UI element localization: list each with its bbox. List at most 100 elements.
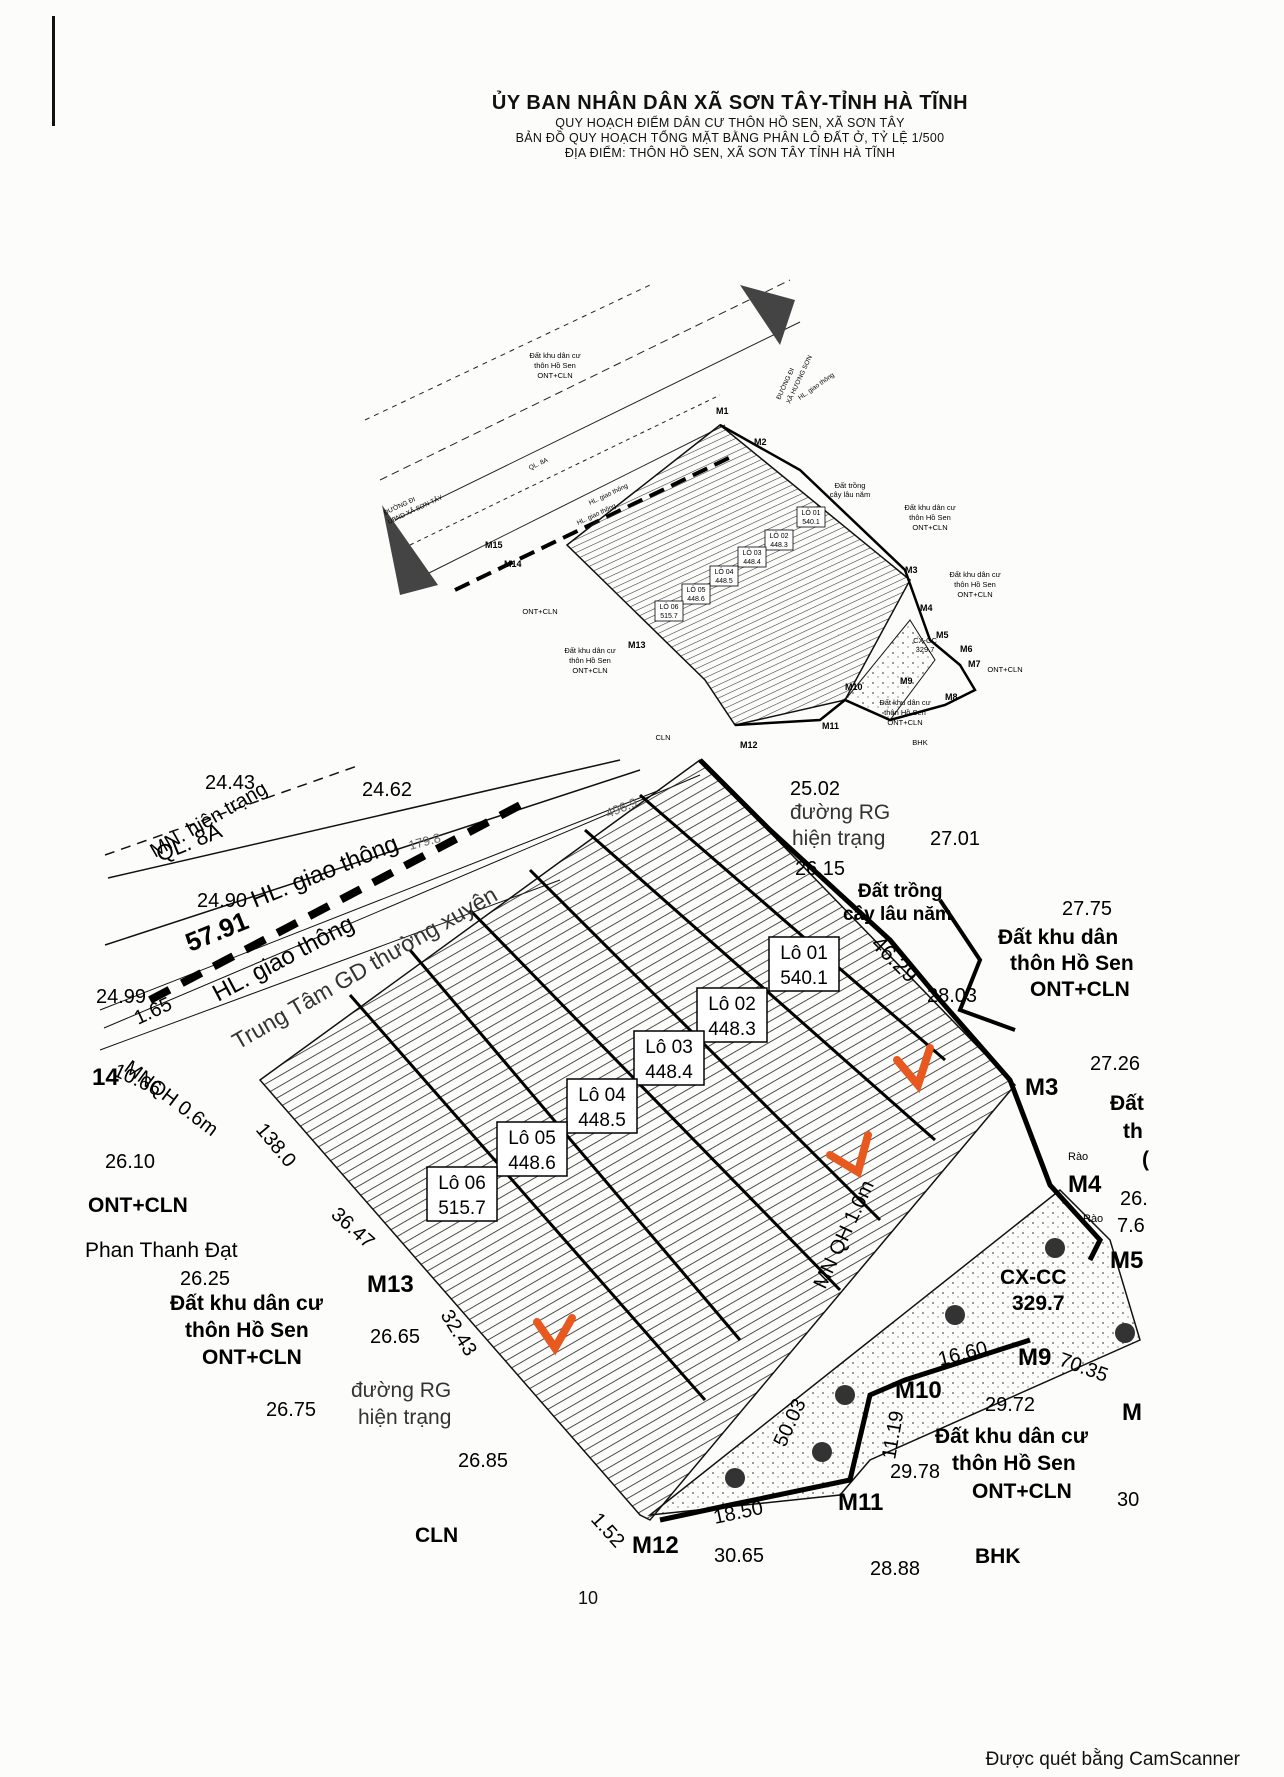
detail-area-right-cut-3: ( (1142, 1148, 1149, 1171)
detail-lot-area: 448.4 (645, 1062, 693, 1083)
detail-marker-m4: M4 (1068, 1171, 1102, 1198)
overview-area-right1-3: ONT+CLN (912, 523, 947, 532)
overview-lot-area: 448.6 (687, 596, 705, 603)
detail-area-bottom-1: Đất khu dân cư (935, 1425, 1089, 1448)
detail-area-left-2: thôn Hồ Sen (185, 1319, 309, 1342)
overview-area-left-1: Đất khu dân cư (564, 646, 615, 655)
elevation: 24.99 (96, 986, 146, 1008)
elevation: 27.26 (1090, 1053, 1140, 1075)
detail-lot-area: 515.7 (438, 1198, 486, 1219)
overview-lot-name: LÔ 06 (659, 602, 678, 611)
detail-ont-cln-left: ONT+CLN (88, 1194, 188, 1217)
tree-icon (812, 1442, 832, 1462)
elevation: 28.88 (870, 1558, 920, 1580)
overview-marker: M2 (754, 437, 767, 447)
detail-right-boundary (938, 898, 1016, 1032)
elevation: 27.75 (1062, 898, 1112, 920)
overview-lot-name: LÔ 02 (769, 531, 788, 540)
elevation: 26.85 (458, 1450, 508, 1472)
overview-area-right2-1: Đất khu dân cư (949, 570, 1000, 579)
overview-marker: M12 (740, 740, 758, 750)
overview-cx-area: 329.7 (916, 645, 935, 654)
overview-ql: QL. 8A (528, 457, 550, 472)
detail-marker-m3: M3 (1025, 1074, 1058, 1101)
elevation: 30 (1117, 1489, 1139, 1511)
detail-lot-area: 448.3 (708, 1019, 756, 1040)
overview-area-bottom-1: Đất khu dân cư (879, 698, 930, 707)
overview-marker: M5 (936, 630, 949, 640)
elevation: 26.65 (370, 1326, 420, 1348)
elevation: 26.15 (795, 858, 845, 880)
header-line-3: BẢN ĐỒ QUY HOẠCH TỔNG MẶT BẰNG PHÂN LÔ Đ… (515, 131, 945, 145)
overview-area-right1-1: Đất khu dân cư (904, 503, 955, 512)
overview-lot-area: 448.5 (715, 578, 733, 585)
detail-marker-m11: M11 (838, 1489, 883, 1516)
elevation: 24.43 (205, 772, 255, 794)
overview-marker: M13 (628, 640, 646, 650)
detail-cx-area: 329.7 (1012, 1292, 1065, 1315)
tree-icon (725, 1468, 745, 1488)
overview-dat-trong-2: cây lâu năm (830, 490, 870, 499)
detail-rao-2: Rào (1083, 1213, 1103, 1225)
overview-marker: M9 (900, 676, 913, 686)
detail-dim-138: 138.0 (251, 1119, 300, 1171)
road-end-arrow-right (740, 285, 795, 345)
detail-marker-m9: M9 (1018, 1344, 1051, 1371)
detail-duong-rg-bottom-2: hiện trạng (358, 1406, 451, 1429)
overview-cln: CLN (655, 733, 670, 742)
overview-marker: M3 (905, 565, 918, 575)
overview-ont-cln-right: ONT+CLN (987, 665, 1022, 674)
detail-dim-1-52: 1.52 (586, 1509, 628, 1553)
detail-dim-36-47: 36.47 (327, 1203, 379, 1253)
detail-area-right-2: thôn Hồ Sen (1010, 952, 1134, 975)
overview-area-right1-2: thôn Hồ Sen (909, 513, 951, 522)
detail-area-bottom-3: ONT+CLN (972, 1480, 1072, 1503)
page-number: 10 (578, 1588, 599, 1608)
detail-cx-cc-area (647, 1188, 1141, 1517)
page-edge-mark (52, 16, 55, 126)
overview-lot-area: 540.1 (802, 519, 820, 526)
detail-lot-name: Lô 06 (438, 1173, 486, 1194)
overview-area-right2-3: ONT+CLN (957, 590, 992, 599)
detail-lot-labels: Lô 01 540.1 Lô 02 448.3 Lô 03 448.4 Lô 0… (426, 936, 840, 1222)
overview-marker: M7 (968, 659, 981, 669)
tree-icon (835, 1385, 855, 1405)
elevation: 28.03 (927, 985, 977, 1007)
detail-marker-m5: M5 (1110, 1247, 1143, 1274)
detail-cln: CLN (415, 1524, 458, 1547)
overview-bhk: BHK (912, 738, 927, 747)
detail-lot-area: 448.6 (508, 1153, 556, 1174)
check-mark (893, 1044, 934, 1094)
detail-dat-trong-1: Đất trồng (858, 881, 942, 902)
elevation: 27.01 (930, 828, 980, 850)
overview-area-bottom-2: thôn Hồ Sen (884, 708, 926, 717)
detail-marker-m12: M12 (632, 1532, 679, 1559)
tree-icon (1045, 1238, 1065, 1258)
detail-map: Lô 01 540.1 Lô 02 448.3 Lô 03 448.4 Lô 0… (85, 758, 1149, 1580)
detail-duong-rg-bottom-1: đường RG (351, 1379, 451, 1402)
detail-lot-area: 540.1 (780, 968, 828, 989)
overview-markers: M1 M2 M3 M4 M5 M6 M7 M8 M9 M10 M11 M12 M… (485, 406, 981, 750)
detail-area-right-1: Đất khu dân (998, 926, 1118, 949)
detail-boundary (698, 758, 1104, 1262)
overview-lot-name: LÔ 04 (714, 567, 733, 576)
detail-road-lines (99, 759, 701, 1051)
document-header: ỦY BAN NHÂN DÂN XÃ SƠN TÂY-TỈNH HÀ TĨNH … (400, 92, 1060, 160)
overview-dat-trong-1: Đất trồng (835, 481, 866, 490)
overview-cx-label: CX-CC (913, 636, 937, 645)
detail-area-right-cut-1: Đất (1110, 1092, 1144, 1115)
elevation: 30.65 (714, 1545, 764, 1567)
scanner-watermark: Được quét bằng CamScanner (985, 1749, 1240, 1770)
detail-duong-rg-top-1: đường RG (790, 801, 890, 824)
detail-bhk: BHK (975, 1545, 1021, 1568)
detail-hl-giao-thong-1: HL. giao thông (247, 830, 402, 914)
road-end-arrow-left (382, 505, 438, 595)
overview-marker: M4 (920, 603, 933, 613)
overview-lot-area: 515.7 (660, 613, 678, 620)
overview-lot-name: LÔ 03 (742, 548, 761, 557)
elevation: 26.25 (180, 1268, 230, 1290)
overview-ont-cln: ONT+CLN (522, 607, 557, 616)
detail-lot-name: Lô 03 (645, 1037, 693, 1058)
overview-marker: M6 (960, 644, 973, 654)
overview-area-right2-2: thôn Hồ Sen (954, 580, 996, 589)
